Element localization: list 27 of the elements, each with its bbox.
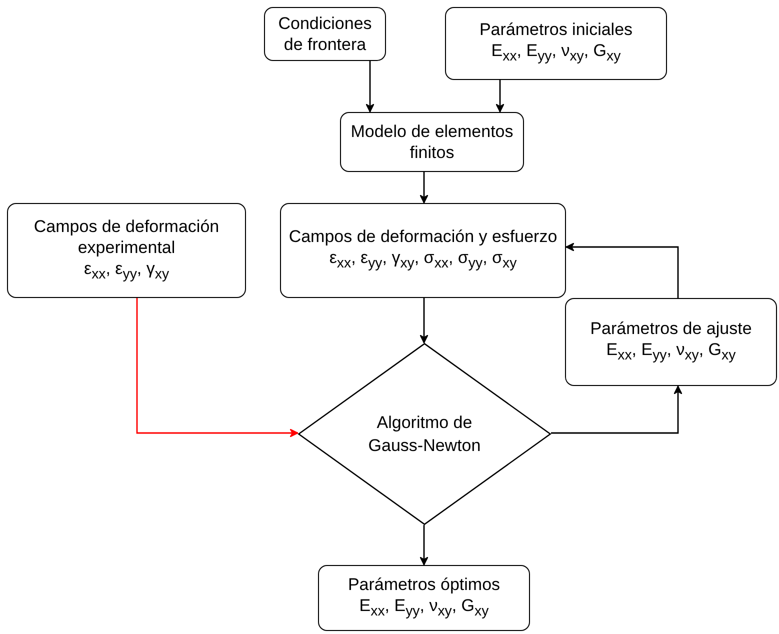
parameter-list: ε$_{xx}$, ε$_{yy}$, γ$_{xy}$, σ$_{xx}$, σ$_{yy}$, σ$_{xy}$ <box>329 247 517 275</box>
node-title: Condiciones de frontera <box>277 13 373 55</box>
arrow <box>551 386 682 434</box>
arrow <box>420 298 428 344</box>
node-title: Parámetros de ajuste <box>590 318 752 339</box>
arrow <box>366 61 374 112</box>
node-title: Parámetros iniciales <box>479 19 633 40</box>
process-box <box>318 565 530 631</box>
process-box <box>7 203 246 298</box>
arrow <box>566 242 679 298</box>
arrow <box>136 298 298 438</box>
process-box <box>264 7 386 61</box>
parameter-list: E$_{xx}$, E$_{yy}$, ν$_{xy}$, G$_{xy}$ <box>491 40 621 68</box>
process-box <box>565 298 777 386</box>
node-title: Parámetros óptimos <box>348 574 500 595</box>
process-box <box>280 203 566 298</box>
node-title: Modelo de elementos finitos <box>350 121 514 163</box>
parameter-list: E$_{xx}$, E$_{yy}$, ν$_{xy}$, G$_{xy}$ <box>606 338 736 366</box>
arrow <box>420 525 428 566</box>
process-box <box>340 112 524 172</box>
node-title: Campos de deformación y esfuerzo <box>288 226 558 248</box>
arrow <box>420 172 428 204</box>
node-title: Algoritmo de Gauss-Newton <box>367 412 482 457</box>
arrow <box>496 80 504 112</box>
parameter-list: E$_{xx}$, E$_{yy}$, ν$_{xy}$, G$_{xy}$ <box>359 594 489 622</box>
parameter-list: ε$_{xx}$, ε$_{yy}$, γ$_{xy}$ <box>84 258 170 286</box>
process-box <box>445 7 667 80</box>
